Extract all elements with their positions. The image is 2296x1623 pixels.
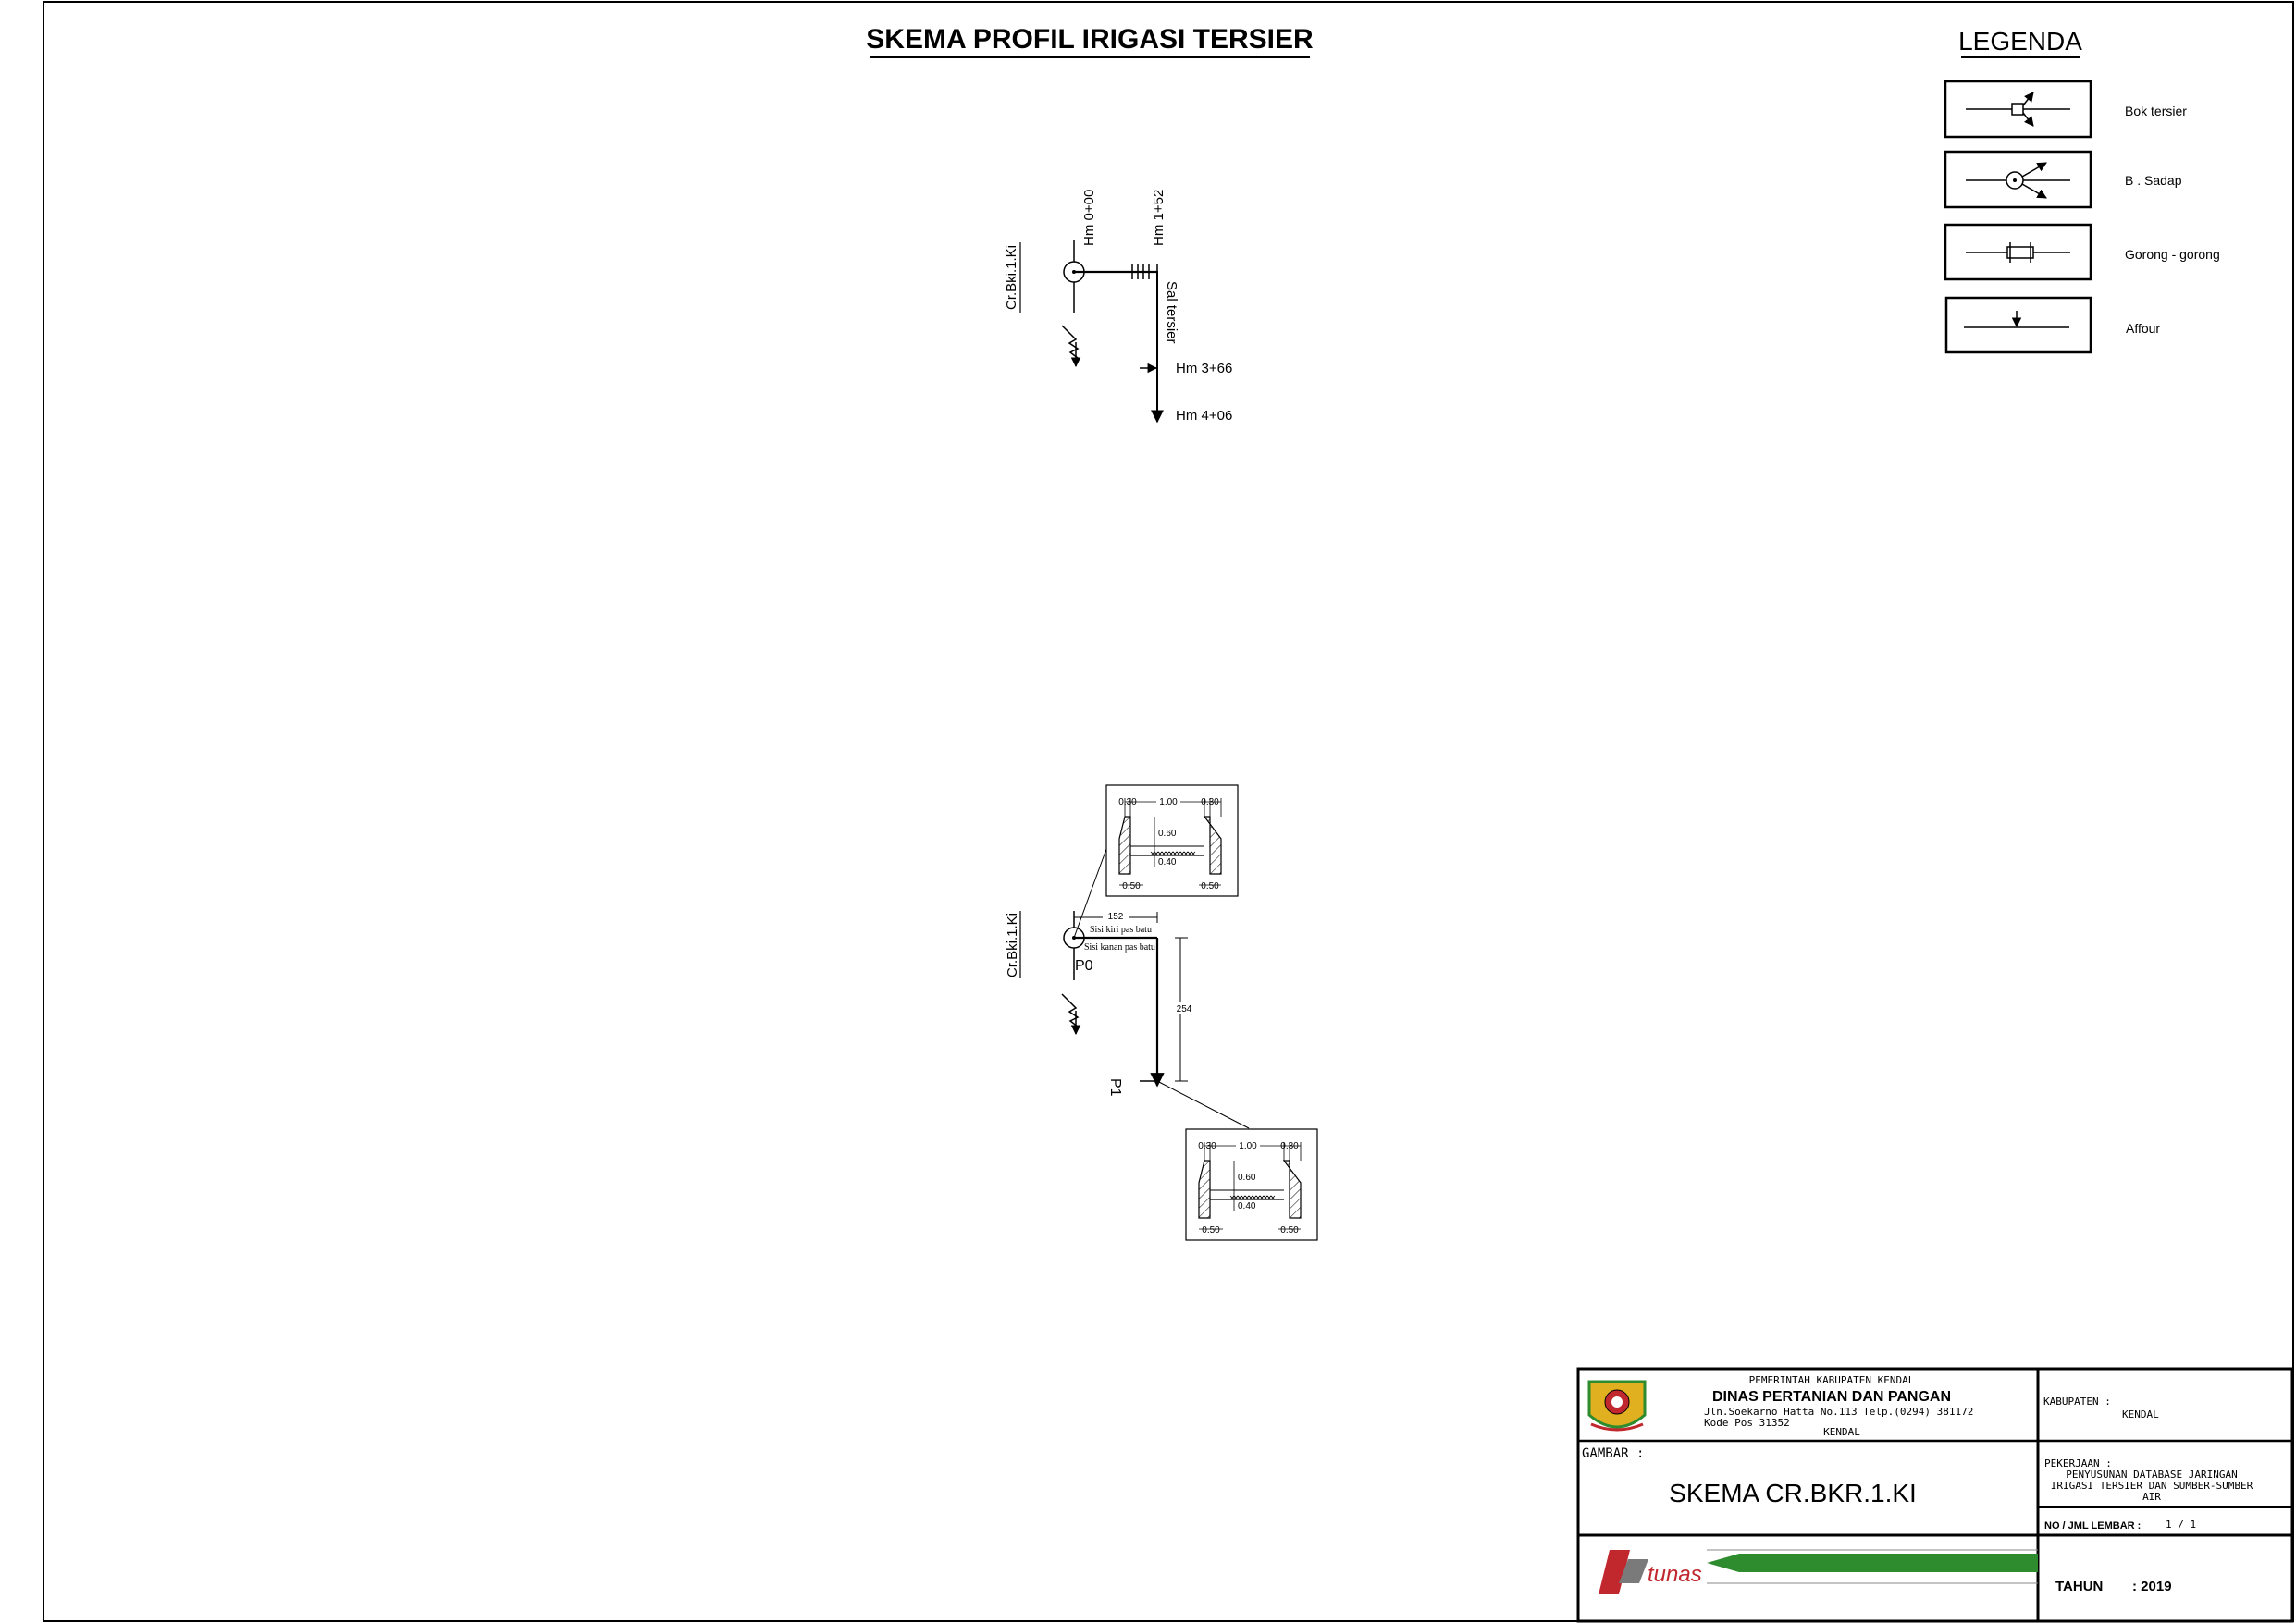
channel-label: Sal tersier <box>1164 281 1179 344</box>
schema-bottom: Cr.Bki.1.Ki P0 P1 152 254 Sisi kiri pas … <box>1005 784 1318 1241</box>
tunas-logo-text: tunas <box>1648 1562 1702 1587</box>
schema-top: Cr.Bki.1.Ki Hm 0+00 Hm 1+52 Sal tersier … <box>1004 190 1232 424</box>
green-stripe <box>1707 1554 2038 1572</box>
source-label-bottom: Cr.Bki.1.Ki <box>1005 913 1020 977</box>
cs2-dim-wall-right: 0.30 <box>1280 1141 1299 1151</box>
kendal-regency-logo <box>1587 1380 1647 1432</box>
bok-tersier-symbol-icon <box>1966 92 2070 127</box>
cs1-dim-base-left: 0.50 <box>1122 881 1141 891</box>
culvert-symbol-icon <box>1966 242 2070 263</box>
dept-address: Jln.Soekarno Hatta No.113 Telp.(0294) 38… <box>1704 1406 1973 1418</box>
segment-side-length: 254 <box>1177 1004 1192 1014</box>
point-start: P0 <box>1075 958 1093 974</box>
zigzag-bottom <box>1061 993 1080 1027</box>
cs2-dim-base-right: 0.50 <box>1280 1225 1299 1236</box>
cs2-dim-top-width: 1.00 <box>1239 1141 1257 1151</box>
gov-name: PEMERINTAH KABUPATEN KENDAL <box>1749 1374 1915 1386</box>
cross-section-upper: 0.30 1.00 0.30 0.60 0.40 0.50 0.50 <box>1105 784 1239 897</box>
legend-label-sadap: B . Sadap <box>2125 173 2182 188</box>
cross-section-lower: 0.30 1.00 0.30 0.60 0.40 0.50 0.50 <box>1185 1128 1318 1241</box>
point-end: P1 <box>1107 1078 1123 1097</box>
pekerjaan-line3: AIR <box>2142 1491 2161 1503</box>
lembar-label: NO / JML LEMBAR : <box>2044 1520 2141 1531</box>
gambar-value: SKEMA CR.BKR.1.KI <box>1669 1479 1917 1507</box>
segment-top-length: 152 <box>1108 912 1124 922</box>
dept-postcode: Kode Pos 31352 <box>1704 1417 1790 1429</box>
note-left: Sisi kiri pas batu <box>1090 925 1152 935</box>
legend-item-bok-tersier: Bok tersier <box>1944 80 2187 139</box>
station-culvert: Hm 1+52 <box>1151 190 1167 246</box>
cs1-dim-top-width: 1.00 <box>1159 797 1178 807</box>
legend: LEGENDA Bok tersier B . Sadap <box>1944 27 2220 354</box>
sheet-border <box>43 1 2294 1622</box>
cs2-dim-water-depth: 0.40 <box>1238 1201 1256 1211</box>
dept-city: KENDAL <box>1823 1426 1860 1438</box>
legend-item-culvert: Gorong - gorong <box>1944 223 2220 281</box>
pekerjaan-line2: IRIGASI TERSIER DAN SUMBER-SUMBER <box>2051 1480 2253 1492</box>
dept-name: DINAS PERTANIAN DAN PANGAN <box>1712 1389 1951 1405</box>
lembar-value: 1 / 1 <box>2166 1518 2196 1531</box>
drawing-title: SKEMA PROFIL IRIGASI TERSIER <box>866 24 1314 55</box>
tahun-label: TAHUN <box>2055 1579 2103 1594</box>
zigzag-top <box>1061 325 1080 359</box>
cs1-dim-base-right: 0.50 <box>1201 881 1219 891</box>
legend-heading: LEGENDA <box>1958 27 2082 55</box>
tunas-company-logo: tunas <box>1599 1550 1702 1594</box>
cs1-dim-water-depth: 0.40 <box>1158 857 1177 867</box>
station-start: Hm 0+00 <box>1081 190 1097 246</box>
cs1-dim-wall-left: 0.30 <box>1118 797 1137 807</box>
bangunan-sadap-symbol-icon <box>1966 162 2070 199</box>
source-label-top: Cr.Bki.1.Ki <box>1004 245 1019 310</box>
gambar-label: GAMBAR : <box>1582 1446 1644 1461</box>
cs1-dim-wall-right: 0.30 <box>1201 797 1219 807</box>
legend-label-affour: Affour <box>2126 321 2160 336</box>
pekerjaan-label: PEKERJAAN : <box>2044 1457 2112 1469</box>
tahun-value: : 2019 <box>2132 1579 2172 1594</box>
station-end: Hm 4+06 <box>1176 408 1232 424</box>
note-right: Sisi kanan pas batu <box>1084 942 1155 953</box>
cs2-dim-base-left: 0.50 <box>1202 1225 1220 1236</box>
kabupaten-value: KENDAL <box>2122 1408 2159 1420</box>
legend-item-sadap: B . Sadap <box>1944 150 2182 209</box>
title-block: PEMERINTAH KABUPATEN KENDAL DINAS PERTAN… <box>1576 1367 2294 1623</box>
pekerjaan-line1: PENYUSUNAN DATABASE JARINGAN <box>2066 1469 2237 1481</box>
station-affour: Hm 3+66 <box>1176 361 1232 376</box>
cs2-dim-depth: 0.60 <box>1238 1173 1256 1183</box>
affour-symbol-icon <box>1964 311 2069 328</box>
kabupaten-label: KABUPATEN : <box>2043 1396 2111 1408</box>
cs2-dim-wall-left: 0.30 <box>1198 1141 1216 1151</box>
cs1-dim-depth: 0.60 <box>1158 829 1177 839</box>
legend-item-affour: Affour <box>1944 296 2160 354</box>
legend-label-bok-tersier: Bok tersier <box>2125 104 2187 118</box>
legend-label-culvert: Gorong - gorong <box>2125 247 2220 262</box>
